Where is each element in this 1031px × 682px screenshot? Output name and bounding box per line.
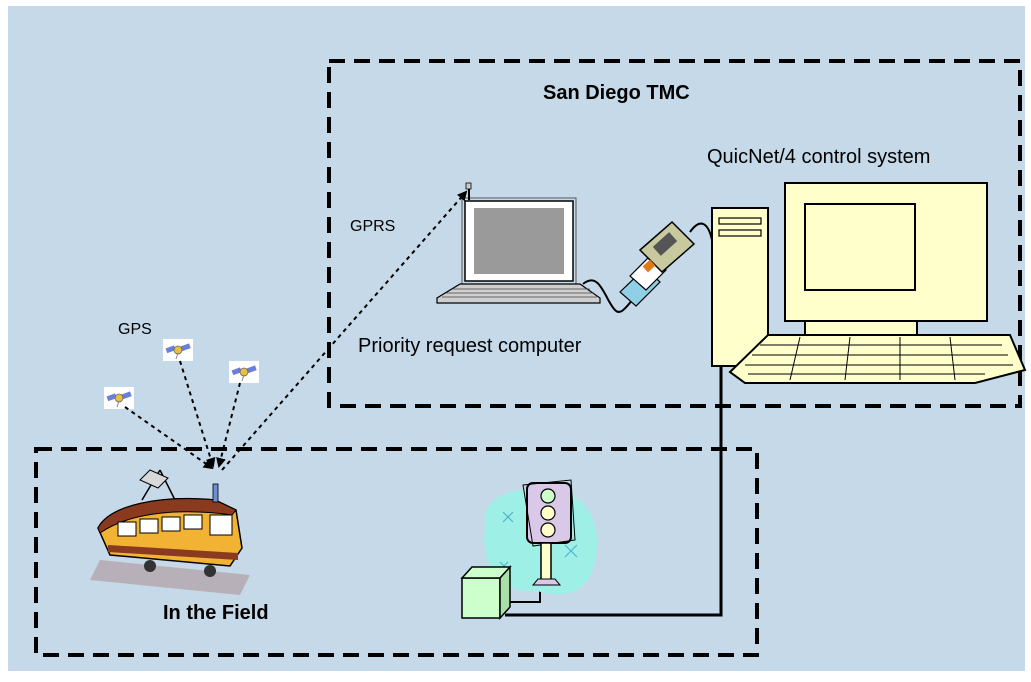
controller-cabinet-icon (460, 565, 512, 620)
gps-signal-arrow (124, 406, 214, 470)
gps-label: GPS (118, 321, 152, 338)
desktop-computer-icon (711, 182, 1027, 384)
tmc-title: San Diego TMC (543, 82, 690, 104)
trolley-icon (90, 469, 250, 595)
priority-computer-label: Priority request computer (358, 335, 582, 357)
gprs-label: GPRS (350, 218, 396, 235)
tmc-region-border (327, 59, 1022, 408)
field-region-border (34, 447, 759, 657)
satellite-icon (162, 338, 194, 362)
gps-signal-arrow (216, 382, 241, 468)
satellite-icon (228, 360, 260, 384)
control-system-label: QuicNet/4 control system (707, 146, 931, 168)
field-title: In the Field (163, 602, 269, 624)
gprs-signal-arrow (221, 190, 468, 471)
satellite-icon (103, 386, 135, 410)
laptop-icon (436, 182, 601, 304)
traffic-signal-icon (484, 479, 598, 595)
serial-connector-icon (619, 220, 713, 307)
gps-signal-arrow (179, 360, 216, 468)
field-cable (505, 365, 723, 617)
